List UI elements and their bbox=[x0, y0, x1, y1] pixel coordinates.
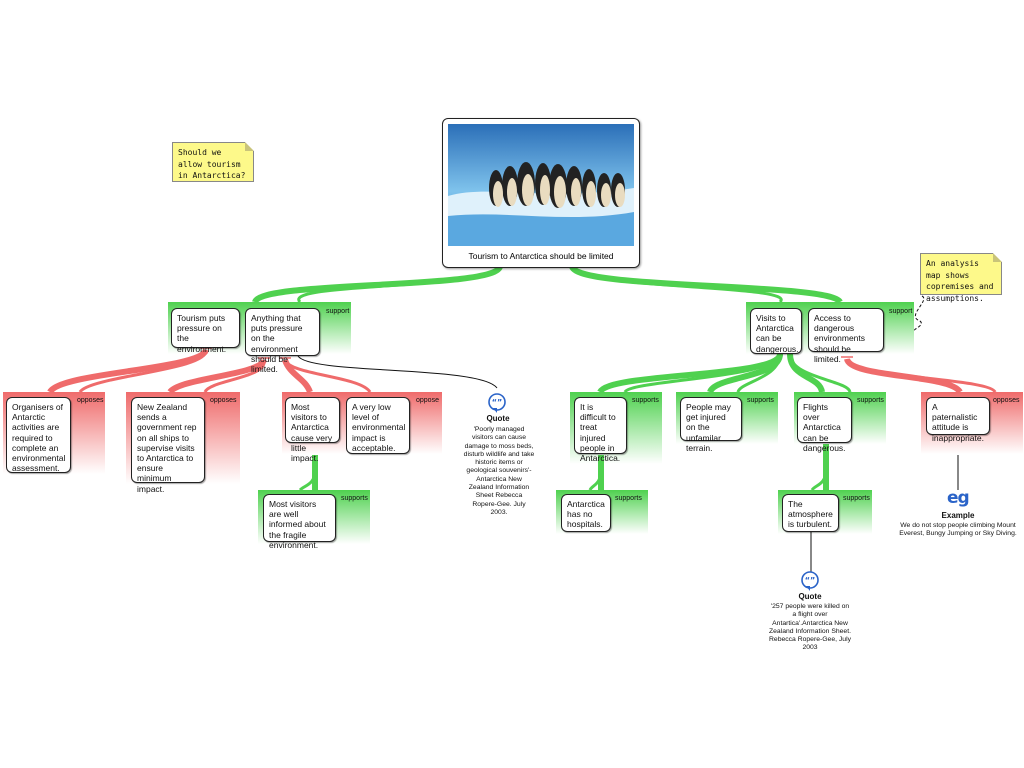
quote-left-text: 'Poorly managed visitors can cause damag… bbox=[463, 426, 535, 516]
support-no-hospitals[interactable]: Antarctica has no hospitals. bbox=[561, 494, 611, 532]
right-support-tag: support bbox=[889, 308, 913, 315]
svg-text:“”: “” bbox=[805, 576, 816, 585]
supports-tag-hospitals: supports bbox=[615, 495, 642, 502]
supports-tag-turbulent: supports bbox=[843, 495, 870, 502]
support-turbulent[interactable]: The atmosphere is turbulent. bbox=[782, 494, 839, 532]
question-note: Should we allow tourism in Antarctica? bbox=[172, 142, 254, 182]
quote-right-title: Quote bbox=[798, 592, 822, 601]
support-connectors-lower bbox=[298, 352, 852, 492]
objection-paternalistic[interactable]: A paternalistic attitude is inappropriat… bbox=[926, 397, 990, 443]
example-title: Example bbox=[941, 511, 975, 520]
premise-visits-dangerous[interactable]: Visits to Antarctica can be dangerous. bbox=[750, 308, 802, 354]
opposes-tag-organisers: opposes bbox=[77, 397, 104, 404]
left-support-tag: support bbox=[326, 308, 350, 315]
objection-low-impact-acceptable[interactable]: A very low level of environmental impact… bbox=[346, 397, 410, 454]
example-icon: eg bbox=[947, 488, 970, 508]
opposes-tag-newzealand: opposes bbox=[210, 397, 237, 404]
quote-right-text: '257 people were killed on a flight over… bbox=[769, 603, 851, 652]
penguins-photo bbox=[448, 124, 634, 246]
quote-left-connector bbox=[297, 355, 498, 389]
quote-left-title: Quote bbox=[486, 414, 510, 423]
oppose-tag-visitors: oppose bbox=[416, 397, 439, 404]
support-difficult-treat[interactable]: It is difficult to treat injured people … bbox=[574, 397, 627, 463]
support-connector-left bbox=[252, 264, 503, 304]
support-connector-right bbox=[569, 264, 843, 305]
quote-right-icon: “” bbox=[801, 571, 819, 591]
support-flights-dangerous[interactable]: Flights over Antarctica can be dangerous… bbox=[797, 397, 852, 453]
supports-tag-terrain: supports bbox=[747, 397, 774, 404]
main-contention-label: Tourism to Antarctica should be limited bbox=[468, 251, 614, 261]
objection-little-impact[interactable]: Most visitors to Antarctica cause very l… bbox=[285, 397, 340, 463]
objection-newzealand[interactable]: New Zealand sends a government rep on al… bbox=[131, 397, 205, 494]
support-unfamiliar-terrain[interactable]: People may get injured on the unfamilar … bbox=[680, 397, 742, 453]
svg-text:“”: “” bbox=[492, 398, 503, 407]
oppose-connectors bbox=[47, 347, 997, 395]
quote-left-icon: “” bbox=[488, 393, 506, 413]
example-text: We do not stop people climbing Mount Eve… bbox=[899, 522, 1017, 538]
analysis-note-connector bbox=[914, 295, 925, 331]
supports-tag-flights: supports bbox=[857, 397, 884, 404]
support-well-informed[interactable]: Most visitors are well informed about th… bbox=[263, 494, 336, 550]
premise-pressure-limited[interactable]: Anything that puts pressure on the envir… bbox=[245, 308, 320, 374]
supports-tag-wellinformed: supports bbox=[341, 495, 368, 502]
objection-organisers[interactable]: Organisers of Antarctic activities are r… bbox=[6, 397, 71, 473]
opposes-tag-paternalistic: opposes bbox=[993, 397, 1020, 404]
premise-tourism-pressure[interactable]: Tourism puts pressure on the environment… bbox=[171, 308, 240, 354]
analysis-note: An analysis map shows copremises and ass… bbox=[920, 253, 1002, 303]
supports-tag-treat: supports bbox=[632, 397, 659, 404]
premise-access-limited[interactable]: Access to dangerous environments should … bbox=[808, 308, 884, 364]
main-contention[interactable]: Tourism to Antarctica should be limited bbox=[442, 118, 640, 268]
